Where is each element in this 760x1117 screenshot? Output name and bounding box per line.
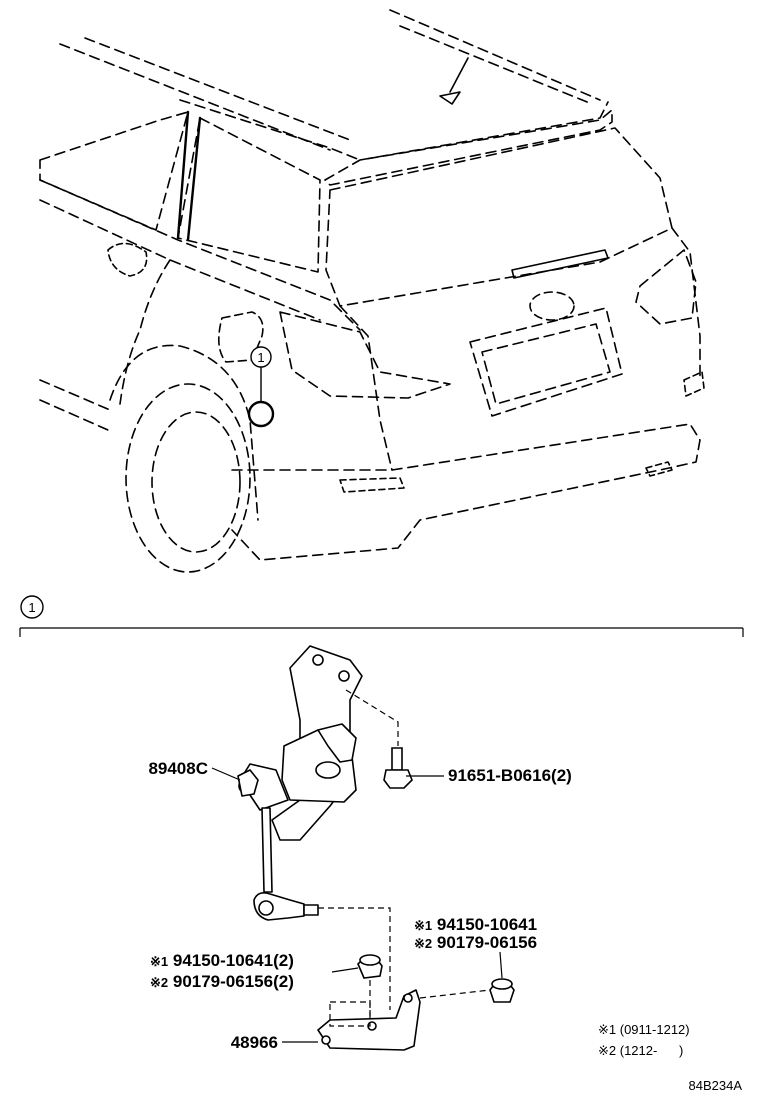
wheel-arch [109, 344, 259, 521]
label-right-alt2-number: 90179-06156 [437, 933, 537, 952]
hatch-left [339, 305, 393, 471]
license-plate-frame [469, 307, 623, 417]
label-right-alt1-number: 94150-10641 [437, 915, 537, 934]
callout-number: 1 [257, 350, 264, 365]
leader-89408c [211, 767, 241, 781]
bracket-48966[interactable] [317, 989, 421, 1051]
bumper [231, 423, 701, 561]
link-rod-joint [258, 900, 274, 916]
label-89408c[interactable]: 89408C [148, 759, 208, 778]
bolt-arrows [345, 689, 399, 746]
bracket-mount-hole [403, 993, 413, 1003]
section-header: 1 [19, 595, 744, 637]
taillight-right [635, 249, 697, 325]
nut-right[interactable] [489, 978, 515, 1003]
sensor-connector-face [315, 761, 341, 779]
roof-line [59, 43, 331, 151]
note-1-text: (0911-1212) [620, 1022, 690, 1037]
leader-lines [211, 767, 503, 1043]
note-1-mark: ※1 [598, 1022, 616, 1037]
note-2-text: (1212- ) [620, 1043, 684, 1058]
nut-left-flange [359, 954, 381, 966]
link-rod-stud [303, 904, 319, 916]
label-91651-number: 91651-B0616 [448, 766, 551, 785]
roof-rack [179, 99, 609, 161]
sensor-connector [317, 723, 357, 763]
label-91651-qty: (2) [551, 766, 572, 785]
pillar [176, 110, 202, 242]
body-lower-front [39, 379, 111, 431]
label-left-alt1-number: 94150-10641 [173, 951, 273, 970]
dash-rod-to-bracket [318, 907, 391, 1010]
label-left-alt2-number: 90179-06156 [173, 972, 273, 991]
exhaust [645, 461, 673, 477]
height-control-sensor[interactable] [237, 645, 363, 921]
hatch-right [671, 227, 701, 381]
part-labels: 89408C 91651-B0616(2) ※1 94150-10641 ※2 … [148, 759, 571, 1052]
rear-rim [151, 411, 241, 553]
label-right-alt1[interactable]: ※1 94150-10641 [414, 915, 537, 934]
callout-marker[interactable]: 1 [247, 346, 275, 428]
license-plate-inner [481, 323, 611, 405]
side-window-front [39, 111, 189, 231]
bumper-reflector-left [339, 477, 405, 493]
assembly-lines [318, 907, 491, 1027]
dash-nut-right [419, 989, 491, 999]
bracket-hole-2 [338, 670, 350, 682]
vehicle-illustration [39, 9, 705, 573]
label-48966[interactable]: 48966 [231, 1033, 278, 1052]
notes: ※1 (0911-1212) ※2 (1212- ) 84B234A [598, 1022, 742, 1093]
label-left-alt1-qty: (2) [273, 951, 294, 970]
lever-nut [237, 769, 259, 797]
bolt-leader-dash [345, 689, 399, 746]
rear-glass [325, 127, 673, 307]
antenna [439, 57, 469, 105]
body-side-beltline [39, 179, 361, 331]
bolt-shank [391, 747, 403, 771]
note-1: ※1 (0911-1212) [598, 1022, 690, 1037]
label-91651[interactable]: 91651-B0616(2) [448, 766, 572, 785]
label-right-alt1-mark: ※1 [414, 918, 432, 933]
leader-nut-right [499, 951, 503, 979]
rear-tire [125, 383, 251, 573]
bolt-91651[interactable] [383, 747, 413, 789]
label-left-alt1-mark: ※1 [150, 954, 168, 969]
body-side-lower [39, 199, 321, 321]
taillight-left [279, 311, 451, 399]
bracket-front-hole [321, 1035, 331, 1045]
link-rod [261, 807, 273, 893]
spoiler [324, 109, 613, 186]
section-number: 1 [28, 600, 35, 615]
note-2: ※2 (1212- ) [598, 1043, 683, 1058]
nut-right-flange [491, 978, 513, 990]
bracket-plate [317, 989, 421, 1051]
label-left-alt2-qty: (2) [273, 972, 294, 991]
label-right-alt2-mark: ※2 [414, 936, 432, 951]
dash-box [329, 1001, 371, 1027]
label-right-alt2[interactable]: ※2 90179-06156 [414, 933, 537, 952]
roof-rear [389, 9, 601, 101]
leader-nut-left [331, 967, 359, 973]
label-left-alt2[interactable]: ※2 90179-06156(2) [150, 972, 294, 991]
nut-left[interactable] [357, 954, 383, 979]
bracket-hole-1 [312, 654, 324, 666]
bumper-reflector-right [683, 371, 705, 397]
diagram-ref: 84B234A [689, 1078, 743, 1093]
note-2-mark: ※2 [598, 1043, 616, 1058]
door-handle [107, 242, 148, 277]
rear-emblem [529, 291, 575, 321]
rear-wiper [511, 249, 609, 279]
roof-rear-inner [399, 25, 593, 105]
label-left-alt1[interactable]: ※1 94150-10641(2) [150, 951, 294, 970]
rear-fender [119, 259, 171, 405]
roof-line-inner [84, 37, 351, 141]
sensor-location-circle [247, 400, 275, 428]
bolt-head [383, 769, 413, 789]
label-left-alt2-mark: ※2 [150, 975, 168, 990]
side-window-rear [177, 117, 321, 273]
section-circle [20, 595, 44, 619]
